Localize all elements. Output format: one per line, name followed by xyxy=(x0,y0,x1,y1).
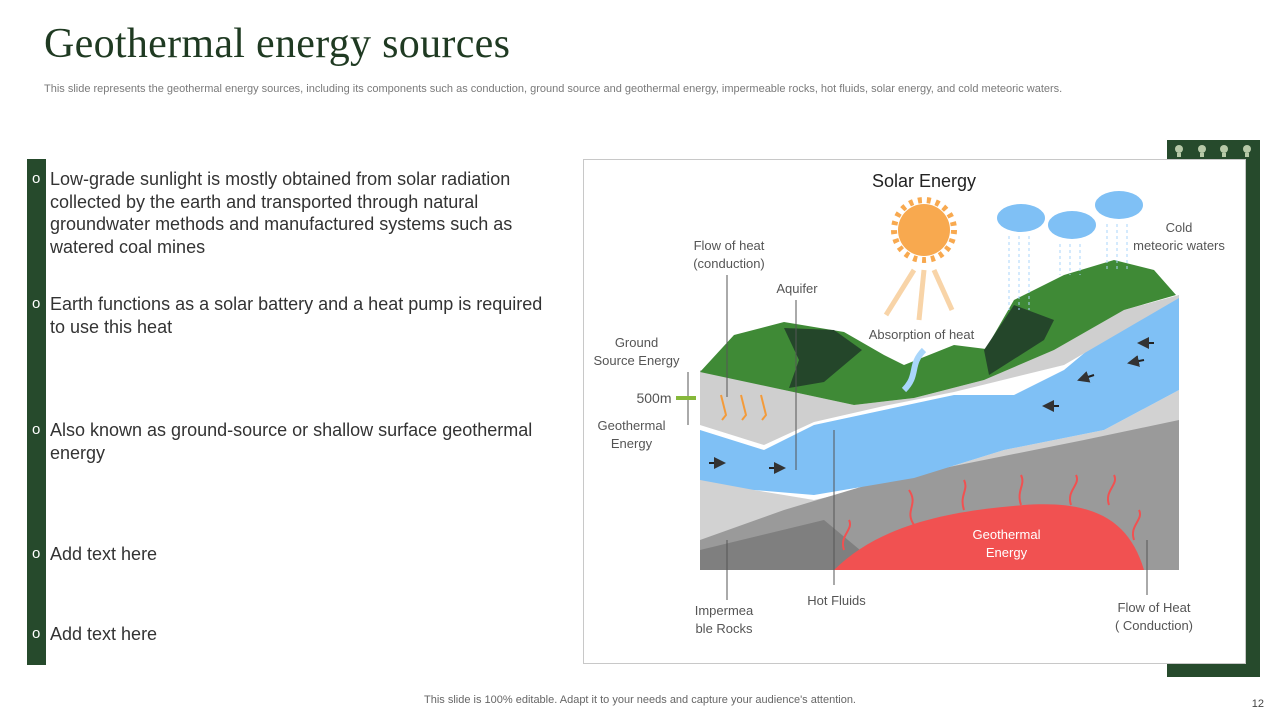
hot-fluid-arrows xyxy=(841,474,1142,551)
label-ground-source-energy: Ground Source Energy xyxy=(593,335,680,368)
label-aquifer: Aquifer xyxy=(776,281,818,296)
label-solar-energy: Solar Energy xyxy=(871,171,977,191)
label-geothermal-energy-core: Geothermal Energy xyxy=(972,527,1041,560)
bullet-marker: o xyxy=(32,545,41,562)
slide-footer: This slide is 100% editable. Adapt it to… xyxy=(424,694,856,706)
bullet-text: Earth functions as a solar battery and a… xyxy=(50,294,543,337)
bullet-text: Low-grade sunlight is mostly obtained fr… xyxy=(50,169,513,257)
label-absorption-of-heat: Absorption of heat xyxy=(868,327,975,342)
geothermal-diagram: Solar Energy Flow of heat (conduction) A… xyxy=(583,159,1246,664)
grass-hill-right xyxy=(984,260,1176,380)
label-depth: 500m xyxy=(636,390,672,406)
clouds-icon xyxy=(997,191,1143,310)
grass-dark-patch xyxy=(784,328,862,388)
bullet-marker: o xyxy=(32,170,41,187)
label-geothermal-energy-left: Geothermal Energy xyxy=(597,418,666,451)
bullet-marker: o xyxy=(32,421,41,438)
lightbulb-icon xyxy=(1242,145,1251,157)
label-flow-of-heat-bottom: Flow of Heat ( Conduction) xyxy=(1114,600,1194,633)
slide-subtitle: This slide represents the geothermal ene… xyxy=(44,83,1063,95)
lightbulb-icon xyxy=(1197,145,1206,157)
stream xyxy=(901,347,927,393)
label-impermeable-rocks: Impermea ble Rocks xyxy=(694,603,754,636)
bullet-marker: o xyxy=(32,295,41,312)
aquifer-water xyxy=(700,295,1179,495)
lightbulb-icon xyxy=(1175,145,1184,157)
bullet-text: Also known as ground-source or shallow s… xyxy=(50,420,533,463)
conduction-arrows xyxy=(720,394,768,421)
bullet-marker: o xyxy=(32,625,41,642)
bulb-decoration xyxy=(1168,142,1258,160)
bullet-text: Add text here xyxy=(50,624,158,644)
depth-marker xyxy=(676,396,696,400)
dark-rock-wedge xyxy=(700,520,884,570)
label-cold-meteoric-waters: Cold meteoric waters xyxy=(1133,220,1225,253)
leader-lines xyxy=(687,275,1148,600)
grass-hill-left xyxy=(700,322,994,405)
ground-layers xyxy=(700,260,1179,570)
label-hot-fluids: Hot Fluids xyxy=(807,593,866,608)
water-flow-arrows xyxy=(709,337,1154,474)
page-number: 12 xyxy=(1251,698,1264,710)
bullet-text: Add text here xyxy=(50,544,158,564)
slide-title: Geothermal energy sources xyxy=(44,21,511,67)
sun-icon xyxy=(883,197,957,321)
grass-dark-right xyxy=(984,305,1054,375)
hot-core xyxy=(834,504,1144,570)
lightbulb-icon xyxy=(1220,145,1229,157)
diagram-graphic xyxy=(676,191,1179,600)
left-accent-bar xyxy=(27,159,46,665)
grey-upper-layer xyxy=(700,295,1179,445)
label-flow-of-heat-conduction: Flow of heat (conduction) xyxy=(693,238,765,271)
